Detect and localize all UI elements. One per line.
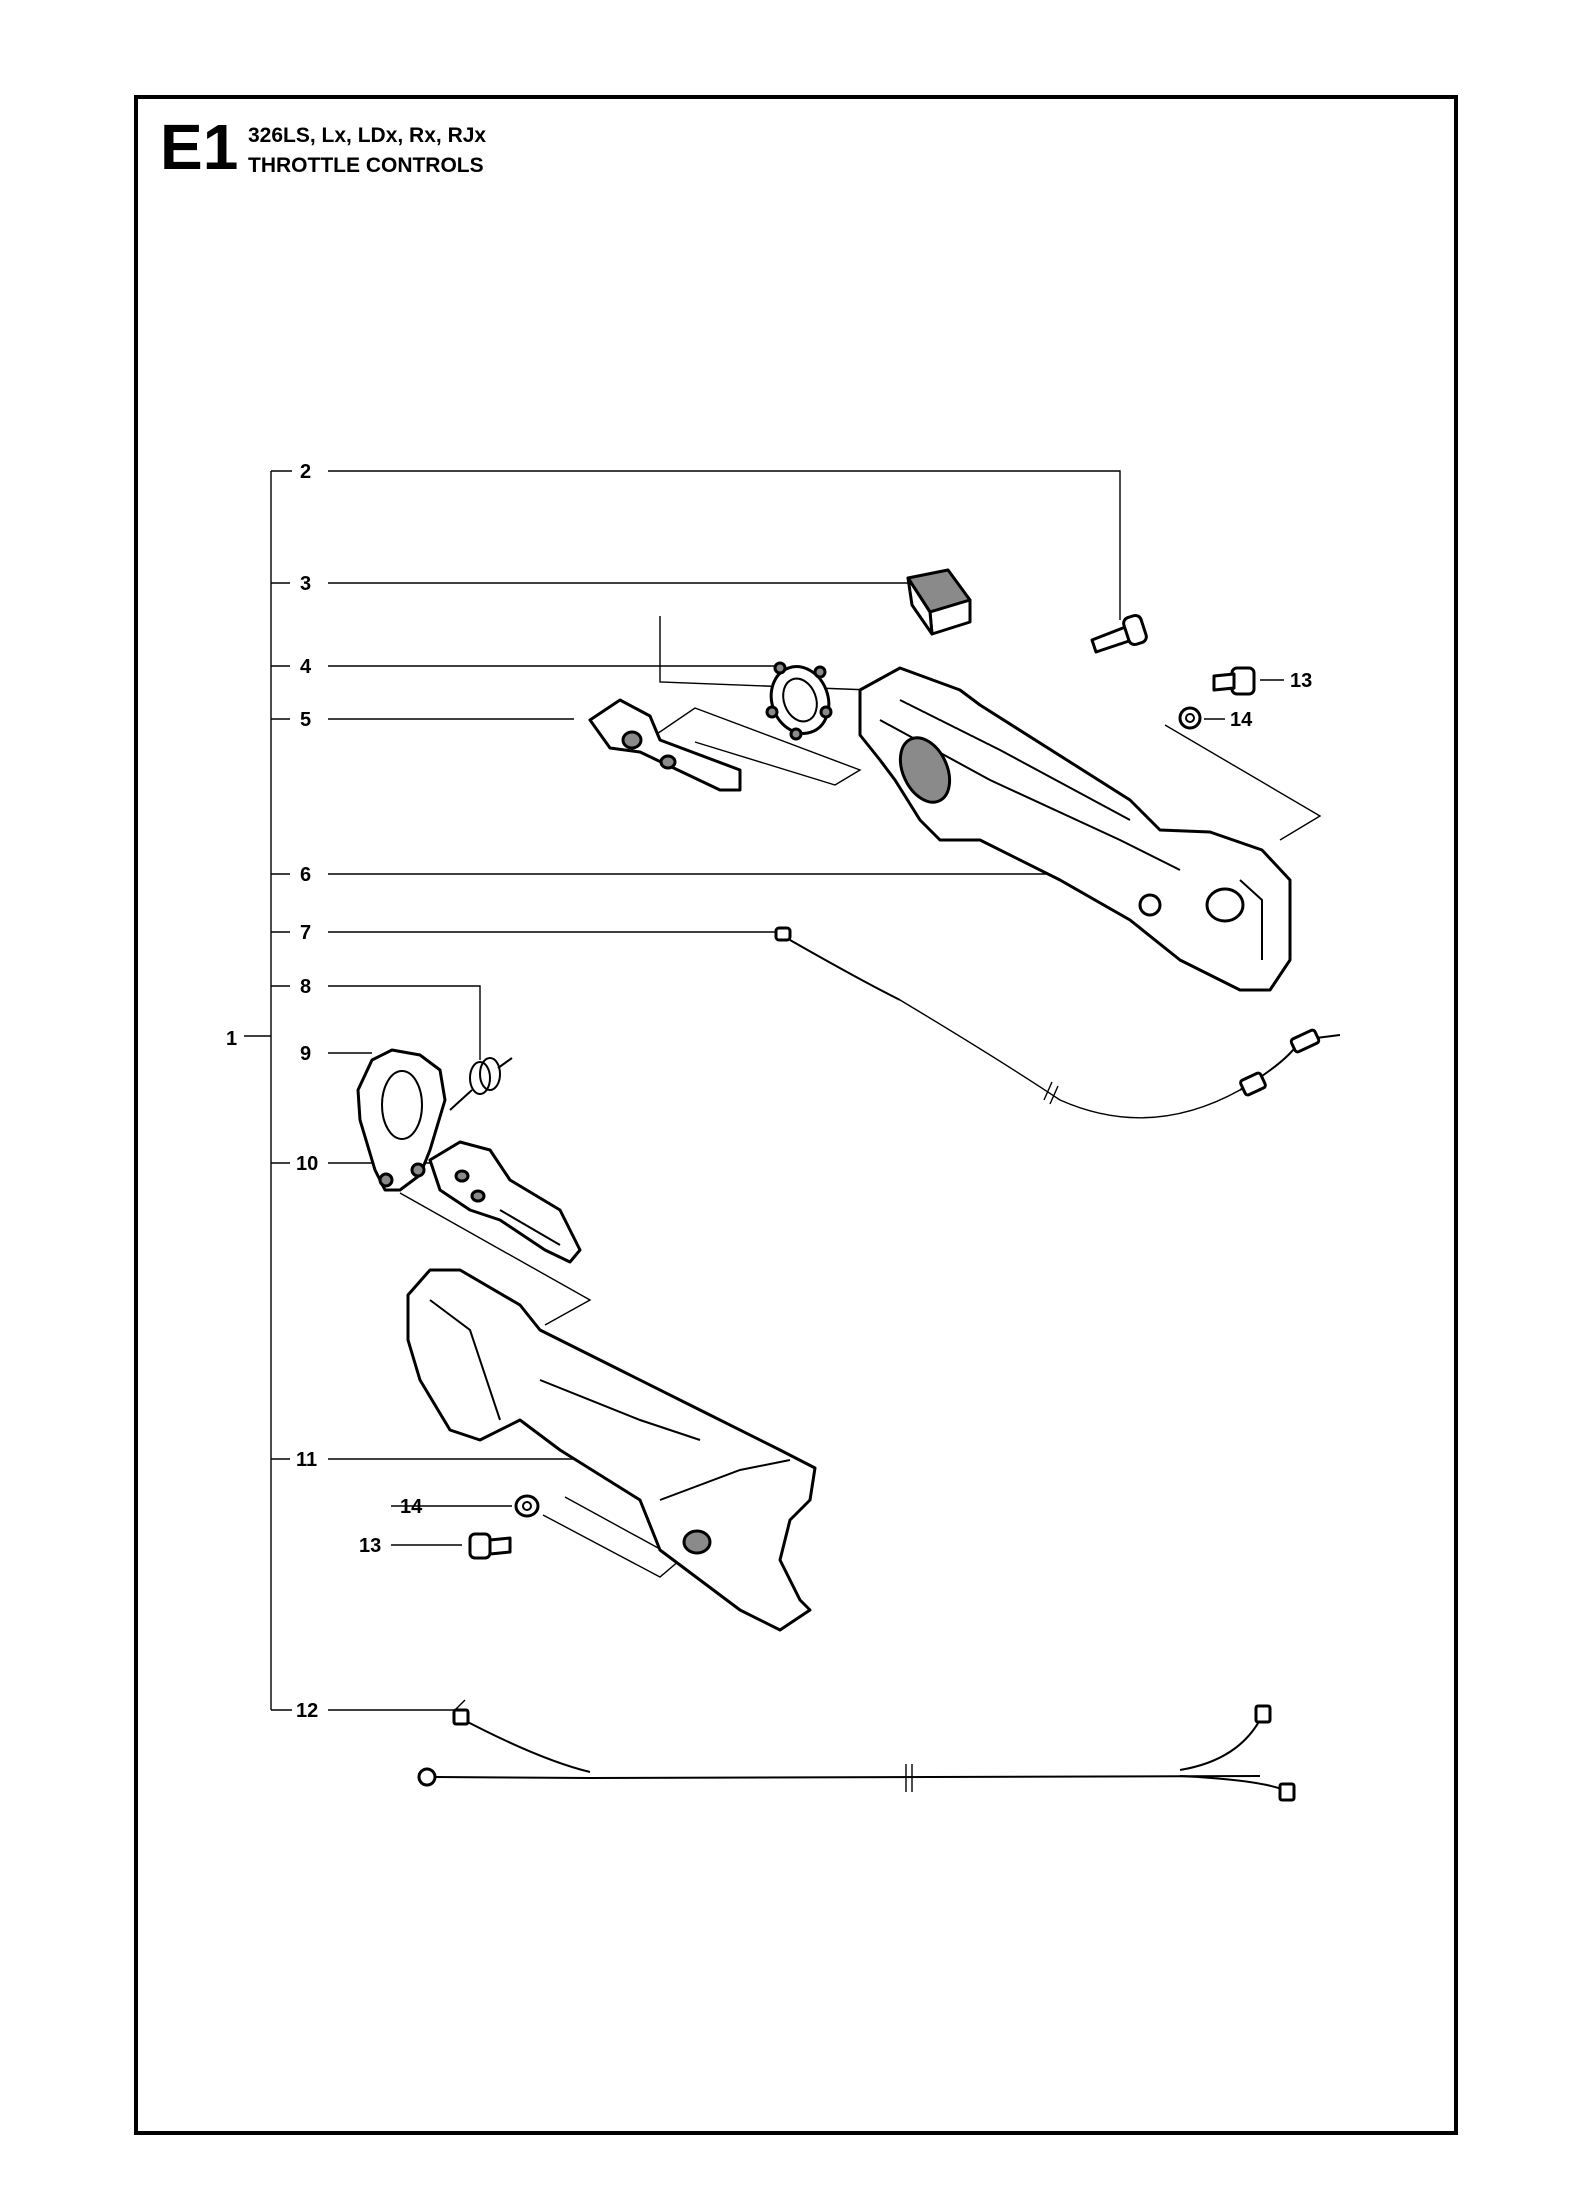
callout-13-upper: 13 [1290,670,1312,692]
callout-14-upper: 14 [1230,709,1253,731]
callout-4: 4 [300,656,312,678]
wire-harness-part-12 [417,1704,1296,1802]
callout-6: 6 [300,864,311,886]
callout-12: 12 [296,1700,318,1722]
page-frame [134,95,1458,2135]
throttle-cable-part-7 [774,926,1341,1119]
callout-1: 1 [226,1028,237,1050]
section-title: THROTTLE CONTROLS [248,154,484,177]
spring-part-8 [449,1057,513,1111]
model-list: 326LS, Lx, LDx, Rx, RJx [248,124,487,147]
callout-3: 3 [300,573,311,595]
screw-part-2 [1090,613,1148,654]
lever-part-5 [588,698,742,792]
callout-7: 7 [300,922,311,944]
callout-5: 5 [300,709,311,731]
ring-part-4 [765,661,833,741]
screw-washer-lower [468,1494,540,1560]
callout-13-lower: 13 [359,1535,381,1557]
bracket-part-9 [356,1048,447,1192]
assembly-bracket [244,470,292,1711]
section-code: E1 [160,111,239,183]
trigger-part-10 [428,1140,582,1264]
callout-labels: 1 2 3 4 5 6 7 8 9 10 11 12 13 14 13 14 [226,461,1312,1722]
leader-lines [328,470,1322,1711]
callout-2: 2 [300,461,311,483]
screw-washer-upper [1178,666,1256,730]
callout-9: 9 [300,1043,311,1065]
handle-half-part-11 [406,1268,817,1632]
switch-part-3 [906,568,972,636]
callout-11: 11 [296,1449,317,1471]
callout-14-lower: 14 [400,1496,423,1518]
callout-10: 10 [296,1153,318,1175]
handle-half-part-6 [858,666,1292,992]
callout-8: 8 [300,976,311,998]
